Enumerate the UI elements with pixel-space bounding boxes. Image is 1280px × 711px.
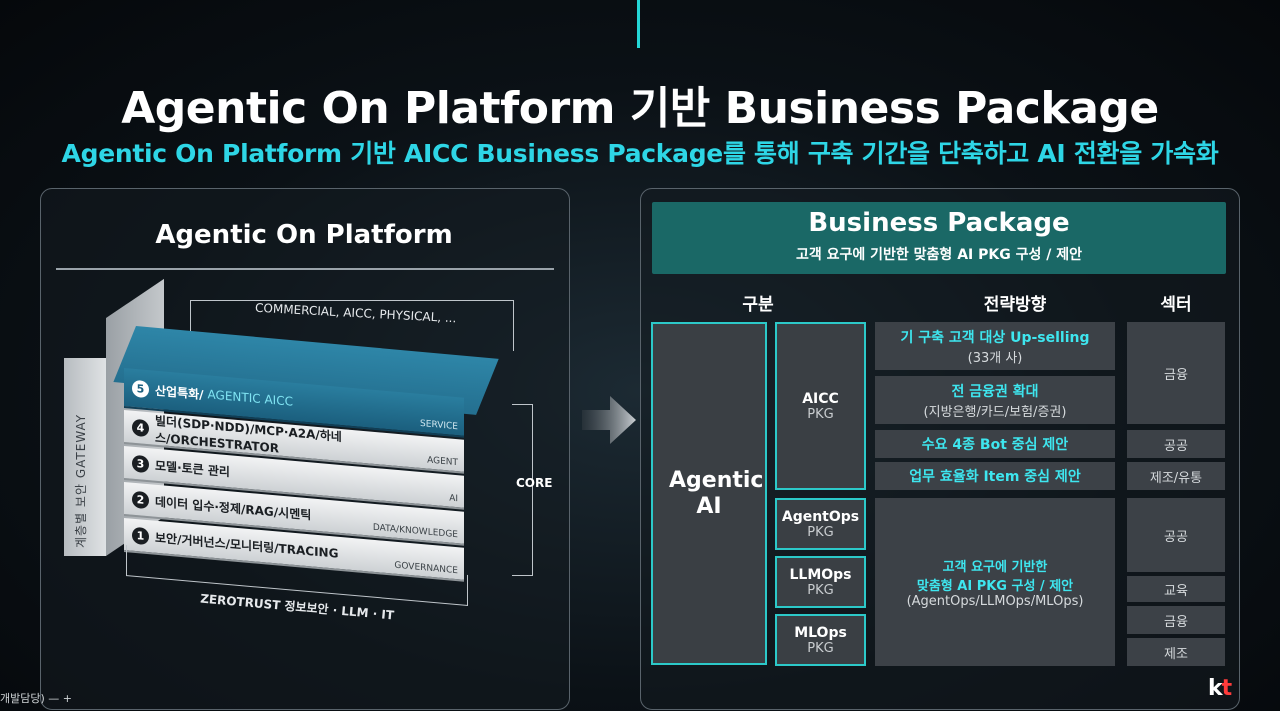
sector-label: 제조/유통 xyxy=(1149,470,1203,486)
pkg-name: LLMOps xyxy=(789,566,852,583)
strategy-main: 수요 4종 Bot 중심 제안 xyxy=(921,437,1069,453)
column-header-category: 구분 xyxy=(742,295,774,315)
sector-cell: 금융 xyxy=(1127,606,1225,634)
pkg-name: MLOps xyxy=(794,624,847,641)
top-bracket xyxy=(190,300,514,351)
sector-label: 제조 xyxy=(1164,646,1188,662)
pkg-name: AgentOps xyxy=(781,508,860,525)
column-header-strategy: 전략방향 xyxy=(983,295,1047,315)
pkg-mlops: MLOps PKG xyxy=(775,614,866,666)
business-package-subtitle: 고객 요구에 기반한 맞춤형 AI PKG 구성 / 제안 xyxy=(796,247,1082,263)
strategy-line: 맞춤형 AI PKG 구성 / 제안 xyxy=(916,578,1074,594)
agentic-ai-box: Agentic AI xyxy=(651,322,767,665)
layer-highlight: AGENTIC AICC xyxy=(207,387,293,409)
pkg-aicc: AICC PKG xyxy=(775,322,866,490)
layer-tag: SERVICE xyxy=(420,418,458,433)
sector-cell: 제조 xyxy=(1127,638,1225,666)
sector-label: 공공 xyxy=(1164,438,1188,454)
chevron-right-icon xyxy=(582,396,636,444)
gateway-block xyxy=(64,358,106,556)
sector-cell: 공공 xyxy=(1127,430,1225,458)
pkg-name: AICC xyxy=(802,390,839,407)
sector-cell: 제조/유통 xyxy=(1127,462,1225,490)
footer-text: 개발담당) — + xyxy=(0,692,72,705)
sector-label: 금융 xyxy=(1164,614,1188,630)
layer-label: 데이터 입수·정제/RAG/시멘틱 xyxy=(155,494,312,522)
sector-label: 공공 xyxy=(1164,529,1188,545)
sector-cell: 공공 xyxy=(1127,498,1225,572)
layer-number: 5 xyxy=(132,379,149,398)
strategy-main: 전 금융권 확대 xyxy=(951,383,1039,400)
layer-tag: AI xyxy=(449,493,458,505)
strategy-sub: (33개 사) xyxy=(967,350,1023,366)
sector-label: 교육 xyxy=(1164,583,1188,599)
page-title: Agentic On Platform 기반 Business Package xyxy=(121,83,1159,134)
layer-label: 산업특화/ xyxy=(155,383,204,402)
strategy-main: 기 구축 고객 대상 Up-selling xyxy=(900,329,1090,346)
layer-number: 2 xyxy=(132,490,149,509)
kt-logo: kt xyxy=(1208,676,1232,701)
agentic-ai-label: Agentic AI xyxy=(669,467,764,519)
pkg-sub: PKG xyxy=(807,640,834,656)
strategy-custom-pkg: 고객 요구에 기반한 맞춤형 AI PKG 구성 / 제안 (AgentOps/… xyxy=(875,498,1115,666)
sector-label: 금융 xyxy=(1164,367,1188,383)
pkg-sub: PKG xyxy=(807,406,834,422)
strategy-efficiency: 업무 효율화 Item 중심 제안 xyxy=(875,462,1115,490)
strategy-main: 업무 효율화 Item 중심 제안 xyxy=(909,469,1081,485)
logo-k: k xyxy=(1208,676,1223,701)
strategy-sub: (지방은행/카드/보험/증권) xyxy=(923,404,1067,420)
pkg-agentops: AgentOps PKG xyxy=(775,498,866,550)
layer-number: 3 xyxy=(132,454,149,473)
sector-cell: 금융 xyxy=(1127,322,1225,424)
pkg-llmops: LLMOps PKG xyxy=(775,556,866,608)
strategy-finance-expansion: 전 금융권 확대 (지방은행/카드/보험/증권) xyxy=(875,376,1115,424)
layer-number: 1 xyxy=(132,526,149,545)
platform-title: Agentic On Platform xyxy=(155,220,453,250)
strategy-upselling: 기 구축 고객 대상 Up-selling (33개 사) xyxy=(875,322,1115,370)
strategy-line: (AgentOps/LLMOps/MLOps) xyxy=(906,593,1084,609)
logo-t: t xyxy=(1221,676,1232,701)
strategy-line: 고객 요구에 기반한 xyxy=(942,559,1048,575)
column-header-sector: 섹터 xyxy=(1160,295,1192,315)
business-package-header xyxy=(652,202,1226,274)
layer-label: 모델·토큰 관리 xyxy=(155,458,230,479)
core-bracket xyxy=(512,404,533,576)
core-label: CORE xyxy=(516,476,553,490)
page-subtitle: Agentic On Platform 기반 AICC Business Pac… xyxy=(61,139,1219,168)
gateway-label: 계층별 보안 GATEWAY xyxy=(74,413,88,548)
pkg-sub: PKG xyxy=(807,582,834,598)
business-package-title: Business Package xyxy=(808,208,1070,238)
strategy-bot: 수요 4종 Bot 중심 제안 xyxy=(875,430,1115,458)
platform-title-divider xyxy=(56,268,554,270)
top-accent-line xyxy=(637,0,640,48)
pkg-sub: PKG xyxy=(807,524,834,540)
layer-tag: DATA/KNOWLEDGE xyxy=(372,522,458,541)
layer-number: 4 xyxy=(132,418,149,437)
sector-cell: 교육 xyxy=(1127,576,1225,602)
